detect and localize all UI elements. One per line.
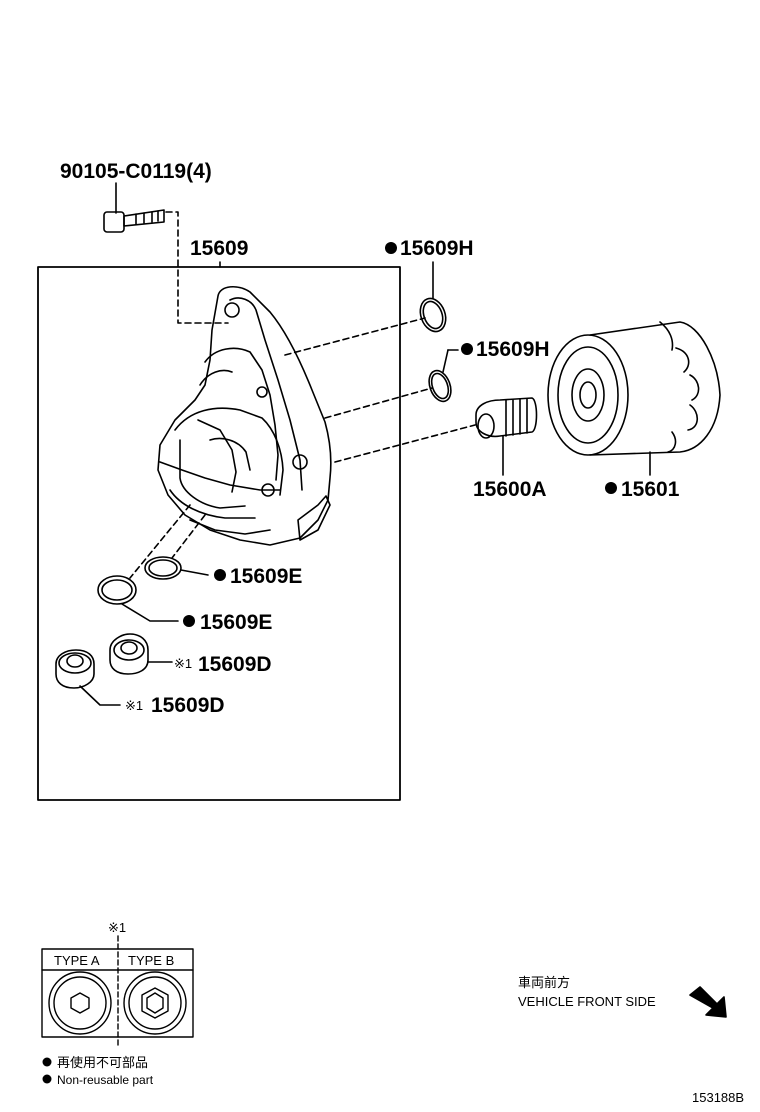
note-ref-d-upper: ※1 — [174, 656, 192, 671]
port-leader-2 — [324, 387, 433, 419]
union-15600a[interactable] — [475, 397, 538, 439]
note-ref-d-lower: ※1 — [125, 698, 143, 713]
legend-nonreusable-en: Non-reusable part — [57, 1073, 154, 1087]
plug-d-lower-leader — [79, 685, 121, 706]
label-union: 15600A — [473, 478, 547, 501]
direction-en: VEHICLE FRONT SIDE — [518, 994, 656, 1009]
nonreusable-dot-h-mid — [461, 343, 473, 355]
type-b-plug-icon — [123, 971, 187, 1035]
label-filter: 15601 — [621, 478, 680, 501]
plug-15609d-upper[interactable] — [109, 633, 149, 675]
bolt-leader-dashed — [165, 211, 229, 324]
label-plug-d-lower: 15609D — [151, 694, 225, 717]
type-a-plug-icon — [48, 971, 112, 1035]
nonreusable-dot-e-upper — [214, 569, 226, 581]
vehicle-front-arrow-icon — [689, 986, 727, 1018]
plug-15609d-lower[interactable] — [55, 649, 95, 689]
oring-15609h-mid[interactable] — [425, 368, 455, 405]
label-bracket: 15609 — [190, 237, 248, 260]
label-oring-h-top: 15609H — [400, 237, 474, 260]
nonreusable-dot-h-top — [385, 242, 397, 254]
gasket-e-lower-leader — [121, 603, 179, 622]
oring-h-mid-leader — [442, 349, 449, 373]
legend-table — [41, 935, 194, 1046]
label-gasket-e-lower: 15609E — [200, 611, 272, 634]
label-oring-h-mid: 15609H — [476, 338, 550, 361]
legend-type-b: TYPE B — [128, 953, 174, 968]
legend-dot-jp — [42, 1057, 52, 1067]
oil-filter-15601[interactable] — [547, 321, 721, 476]
port-leader-3 — [334, 424, 476, 463]
oil-filter-bracket[interactable] — [157, 286, 332, 546]
port-leader-1 — [284, 317, 426, 356]
gasket-15609e-lower[interactable] — [97, 575, 137, 605]
gasket-e-upper-leader — [180, 569, 209, 576]
legend-note-ref: ※1 — [108, 920, 126, 935]
gasket-15609e-upper[interactable] — [144, 556, 182, 580]
legend-dot-en — [42, 1074, 52, 1084]
port-leader-4 — [129, 504, 191, 579]
nonreusable-dot-e-lower — [183, 615, 195, 627]
oring-15609h-top[interactable] — [416, 295, 450, 335]
port-leader-5 — [171, 514, 206, 559]
legend-nonreusable-jp: 再使用不可部品 — [57, 1055, 148, 1070]
nonreusable-dot-filter — [605, 482, 617, 494]
label-bolt: 90105-C0119(4) — [60, 160, 212, 183]
label-plug-d-upper: 15609D — [198, 653, 272, 676]
assembly-frame — [37, 266, 401, 801]
legend-type-a: TYPE A — [54, 953, 100, 968]
reference-code: 153188B — [692, 1090, 744, 1105]
bolt-part[interactable] — [103, 182, 165, 233]
direction-jp: 車両前方 — [518, 975, 570, 990]
label-gasket-e-upper: 15609E — [230, 565, 302, 588]
